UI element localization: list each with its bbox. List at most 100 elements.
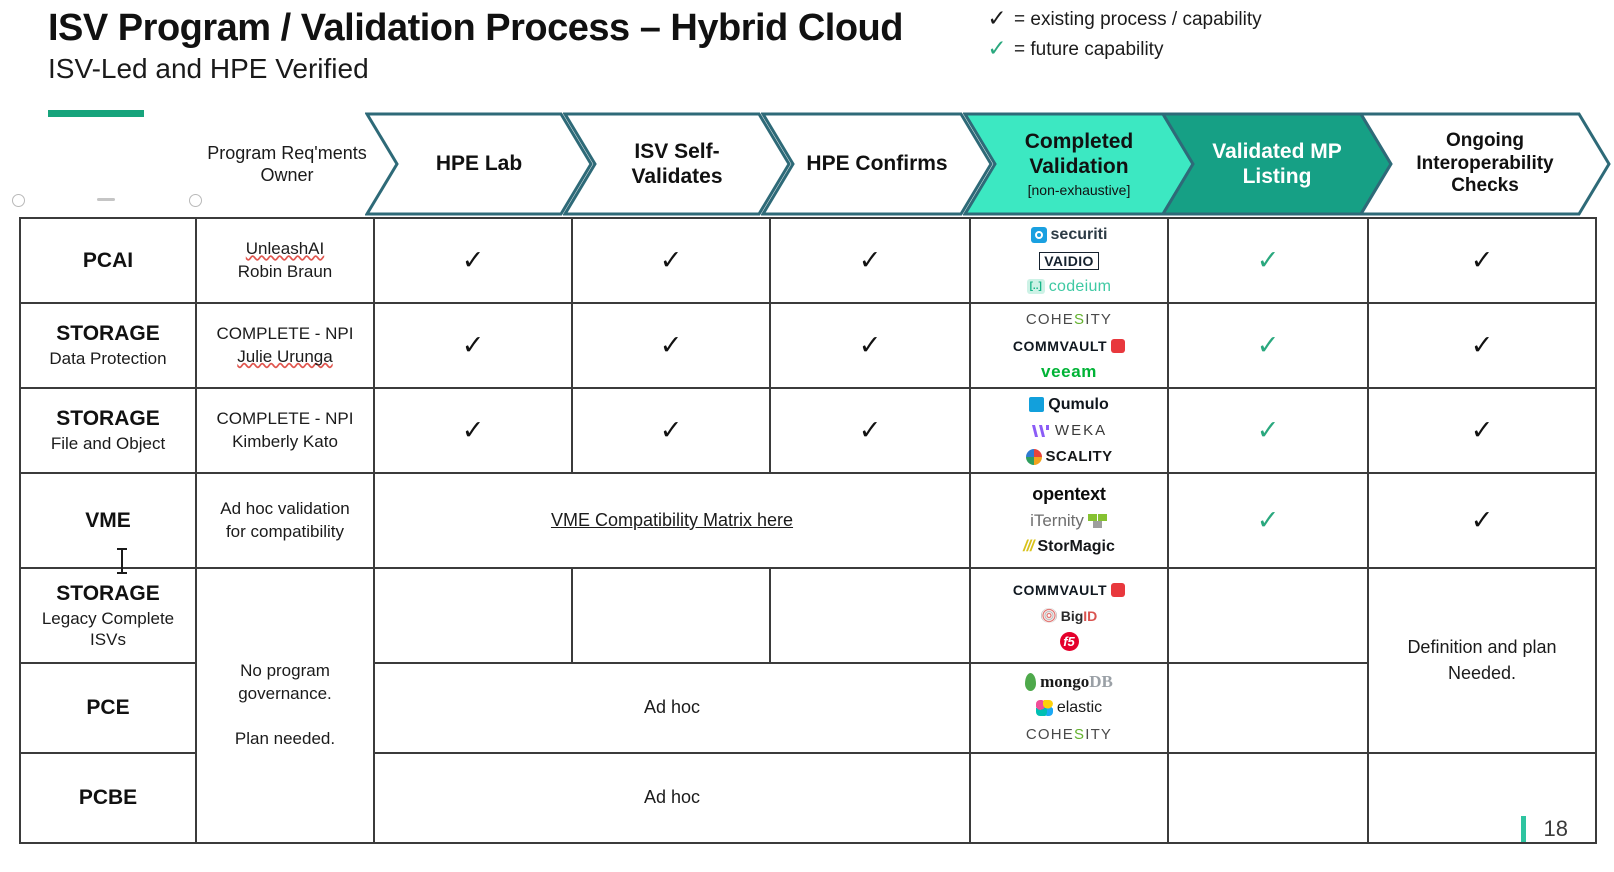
selection-handle-left[interactable] (12, 194, 25, 207)
title-block: ISV Program / Validation Process – Hybri… (48, 7, 1008, 85)
selection-handle-right[interactable] (189, 194, 202, 207)
stormagic-icon: /// (1023, 537, 1034, 555)
cell-ongoing-vme: ✓ (1367, 472, 1597, 569)
cell-logos-storage-legacy: COMMVAULT BigID f5 (969, 567, 1169, 664)
cell-adhoc-pcbe: Ad hoc (373, 752, 971, 844)
chevron-completed-validation[interactable]: Completed Validation [non-exhaustive] (963, 112, 1195, 216)
mongodb-icon (1025, 673, 1037, 691)
check-icon: ✓ (858, 245, 882, 276)
owner-status: COMPLETE - NPI (216, 408, 354, 428)
commvault-icon (1111, 338, 1126, 353)
check-icon: ✓ (1470, 245, 1494, 276)
legend-item-future: ✓ = future capability (984, 38, 1404, 61)
governance-line2: governance. (238, 684, 332, 704)
category-name: STORAGE (56, 322, 160, 346)
cell-logos-vme: opentext iTernity /// StorMagic (969, 472, 1169, 569)
chevron-label-line2: Validation (1029, 155, 1129, 179)
selection-handle-bottom[interactable] (97, 198, 115, 201)
chevron-label-line2: Listing (1242, 165, 1312, 188)
cell-hpe-confirms-storage-data-protection: ✓ (769, 302, 971, 389)
legend-item-existing: ✓ = existing process / capability (984, 8, 1404, 31)
bigid-icon (1040, 608, 1057, 623)
vme-compatibility-matrix-link[interactable]: VME Compatibility Matrix here (550, 510, 794, 530)
page-subtitle: ISV-Led and HPE Verified (48, 53, 369, 85)
owner-company: UnleashAI (245, 238, 325, 258)
table-row: PCE Ad hoc mongoDB elastic COHESITY (19, 662, 1596, 754)
cell-vme-compatibility-matrix[interactable]: VME Compatibility Matrix here (373, 472, 971, 569)
cell-ongoing-storage-data-protection: ✓ (1367, 302, 1597, 389)
logo-text: COHESITY (1025, 311, 1113, 328)
table-row: PCBE Ad hoc (19, 752, 1597, 844)
table-row: STORAGE Data Protection COMPLETE - NPI J… (19, 302, 1597, 389)
logo-text: COMMVAULT (1012, 581, 1108, 598)
logo-stormagic: /// StorMagic (1023, 537, 1115, 556)
logo-text: COHESITY (1025, 725, 1113, 743)
category-subname: Data Protection (49, 349, 167, 369)
chevron-label: ISV Self- Validates (621, 139, 732, 189)
logo-cohesity: COHESITY (1026, 725, 1112, 744)
elastic-icon (1035, 700, 1053, 716)
scality-icon (1025, 448, 1042, 465)
legend-label: = future capability (1014, 39, 1164, 60)
owner-line1: Ad hoc validation (220, 498, 350, 518)
cell-mp-listing-pcbe (1167, 752, 1369, 844)
logo-iternity: iTernity (1030, 511, 1108, 530)
chevron-ongoing-interoperability-checks[interactable]: Ongoing Interoperability Checks (1359, 112, 1611, 216)
logo-commvault: COMMVAULT (1013, 336, 1126, 355)
logo-text: WEKA (1054, 422, 1108, 439)
check-icon: ✓ (659, 330, 683, 361)
check-icon: ✓ (1256, 245, 1280, 276)
cell-hpe-lab-storage-data-protection: ✓ (373, 302, 573, 389)
check-icon: ✓ (1256, 505, 1280, 536)
owner-person: Kimberly Kato (232, 431, 338, 451)
owner-person: Robin Braun (237, 261, 333, 281)
chevron-label-line1: Validated MP (1212, 139, 1342, 163)
page-title: ISV Program / Validation Process – Hybri… (48, 7, 903, 49)
qumulo-icon (1029, 397, 1045, 412)
chevron-isv-self-validates[interactable]: ISV Self- Validates (563, 112, 791, 216)
cell-logos-storage-file-object: Qumulo WEKA SCALITY (969, 387, 1169, 474)
logo-securiti: securiti (1030, 225, 1107, 244)
cell-hpe-confirms-storage-legacy (769, 567, 971, 664)
logo-text: mongoDB (1040, 672, 1113, 691)
owner-person: Julie Urunga (237, 346, 333, 366)
commvault-icon (1111, 582, 1126, 597)
accent-bar (48, 110, 144, 117)
cell-ongoing-pcai: ✓ (1367, 217, 1597, 304)
cell-isv-self-storage-legacy (571, 567, 771, 664)
chevron-shape-icon (563, 112, 791, 216)
logo-elastic: elastic (1035, 699, 1102, 718)
cell-category-storage-file-object: STORAGE File and Object (19, 387, 197, 474)
page-number: 18 (1543, 816, 1568, 841)
chevron-label: Completed Validation [non-exhaustive] (1015, 129, 1144, 199)
category-subname-line2: ISVs (90, 630, 126, 650)
cell-hpe-lab-storage-legacy (373, 567, 573, 664)
cell-mp-listing-pcai: ✓ (1167, 217, 1369, 304)
chevron-label: Ongoing Interoperability Checks (1406, 130, 1563, 198)
chevron-hpe-lab[interactable]: HPE Lab (365, 112, 593, 216)
cell-adhoc-pce: Ad hoc (373, 662, 971, 754)
codeium-icon: [..] (1026, 279, 1045, 294)
chevron-shape-icon (761, 112, 993, 216)
securiti-icon (1030, 226, 1047, 243)
cell-category-storage-data-protection: STORAGE Data Protection (19, 302, 197, 389)
logo-commvault: COMMVAULT (1012, 580, 1126, 599)
cell-owner-no-governance: No program governance. Plan needed. (195, 567, 375, 844)
check-icon: ✓ (858, 415, 882, 446)
cell-hpe-lab-storage-file-object: ✓ (373, 387, 573, 474)
cell-mp-listing-storage-legacy (1167, 567, 1369, 664)
cell-mp-listing-vme: ✓ (1167, 472, 1369, 569)
logo-f5: f5 (1059, 632, 1079, 651)
chevron-hpe-confirms[interactable]: HPE Confirms (761, 112, 993, 216)
header-owner-line1: Program Req'ments (207, 142, 367, 163)
cell-isv-self-storage-data-protection: ✓ (571, 302, 771, 389)
cell-ongoing-definition-needed: Definition and plan Needed. (1367, 567, 1597, 754)
chevron-validated-mp-listing[interactable]: Validated MP Listing (1161, 112, 1393, 216)
owner-status: COMPLETE - NPI (216, 323, 354, 343)
logo-text: Qumulo (1048, 395, 1109, 413)
check-icon: ✓ (987, 6, 1007, 32)
chevron-label: HPE Confirms (806, 152, 948, 176)
chevron-label: Validated MP Listing (1202, 139, 1352, 189)
chevron-label-line1: Completed (1024, 129, 1134, 153)
